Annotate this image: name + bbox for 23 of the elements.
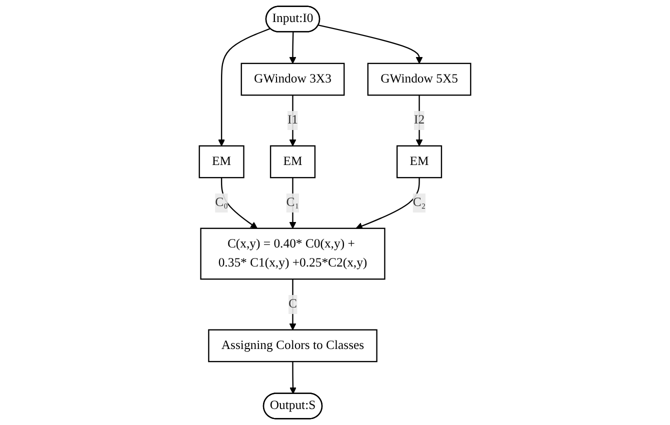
arrow	[289, 32, 296, 64]
arrow	[416, 95, 423, 146]
edge-label: C₀	[215, 196, 228, 210]
node-box: Assigning Colors to Classes	[208, 329, 378, 362]
arrow	[289, 178, 296, 229]
arrow	[289, 95, 296, 146]
edge-label: C	[288, 297, 297, 311]
node-box: GWindow 5X5	[367, 62, 472, 96]
edge-label: I1	[287, 113, 298, 127]
arrow	[289, 279, 296, 330]
node-box: GWindow 3X3	[240, 62, 345, 96]
arrow	[290, 362, 296, 394]
arrow	[218, 28, 270, 146]
node-box: EM	[198, 145, 244, 178]
edge-label: I2	[414, 113, 425, 127]
node-box: C(x,y) = 0.40* C0(x,y) + 0.35* C1(x,y) +0.25*C2(x,y)	[200, 228, 386, 280]
arrow	[356, 178, 420, 230]
arrow	[318, 24, 423, 64]
edge-label: C₂	[412, 196, 426, 210]
arrow	[220, 178, 258, 229]
edge-label: C₁	[286, 196, 300, 210]
node-box: EM	[270, 145, 316, 178]
node-box: EM	[396, 145, 442, 178]
